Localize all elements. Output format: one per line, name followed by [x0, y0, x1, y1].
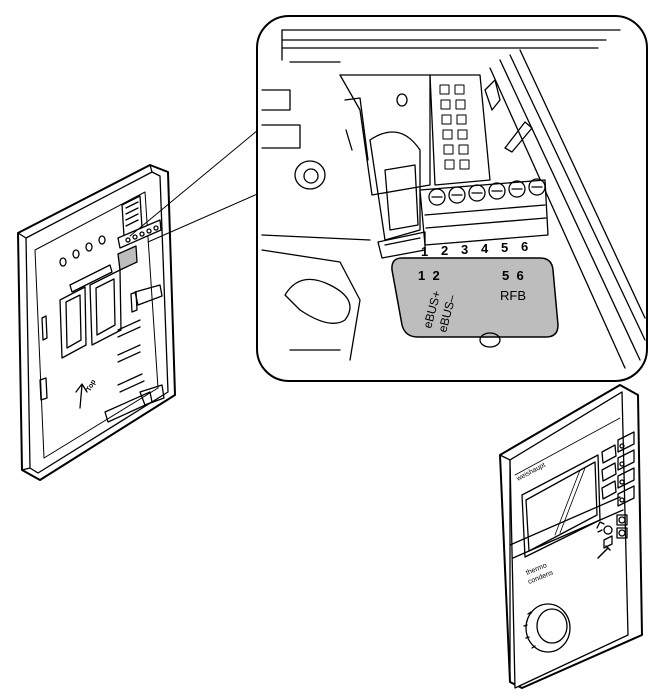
terminal-number-4: 4	[481, 241, 489, 256]
chimney-fan-icon	[596, 521, 605, 533]
side-buttons	[601, 431, 635, 507]
terminal-label-card: 1 2 5 6 RFB eBUS+ eBUS–	[391, 257, 559, 348]
terminal-number-3: 3	[461, 242, 468, 257]
screw-holes	[59, 235, 106, 267]
control-unit-front: weishaupt	[499, 384, 643, 689]
callout-leader-lines	[129, 129, 263, 243]
base-terminal-block	[117, 195, 162, 271]
terminal-numbers: 1 2 3 4 5 6	[421, 239, 528, 259]
screw-terminal-strip	[377, 178, 549, 259]
wrench-icon	[597, 545, 611, 559]
terminal-detail-callout: 1 2 3 4 5 6 1 2 5 6 RFB eBUS+ eBUS–	[256, 15, 648, 382]
label-card-numbers-left: 1 2	[418, 268, 440, 283]
display-window	[521, 454, 601, 558]
top-label: Top	[86, 379, 98, 393]
jumper-block	[429, 74, 491, 186]
terminal-number-1: 1	[421, 244, 428, 259]
terminal-number-2: 2	[441, 243, 448, 258]
rotary-knob	[523, 603, 571, 653]
label-card-numbers-right: 5 6	[502, 268, 524, 283]
terminal-number-5: 5	[501, 240, 508, 255]
label-card-rfb: RFB	[500, 288, 526, 303]
top-arrow-marker: Top	[75, 379, 98, 409]
service-icons	[596, 514, 628, 559]
wall-base-plate: Top	[17, 164, 176, 481]
terminal-number-6: 6	[521, 239, 528, 254]
